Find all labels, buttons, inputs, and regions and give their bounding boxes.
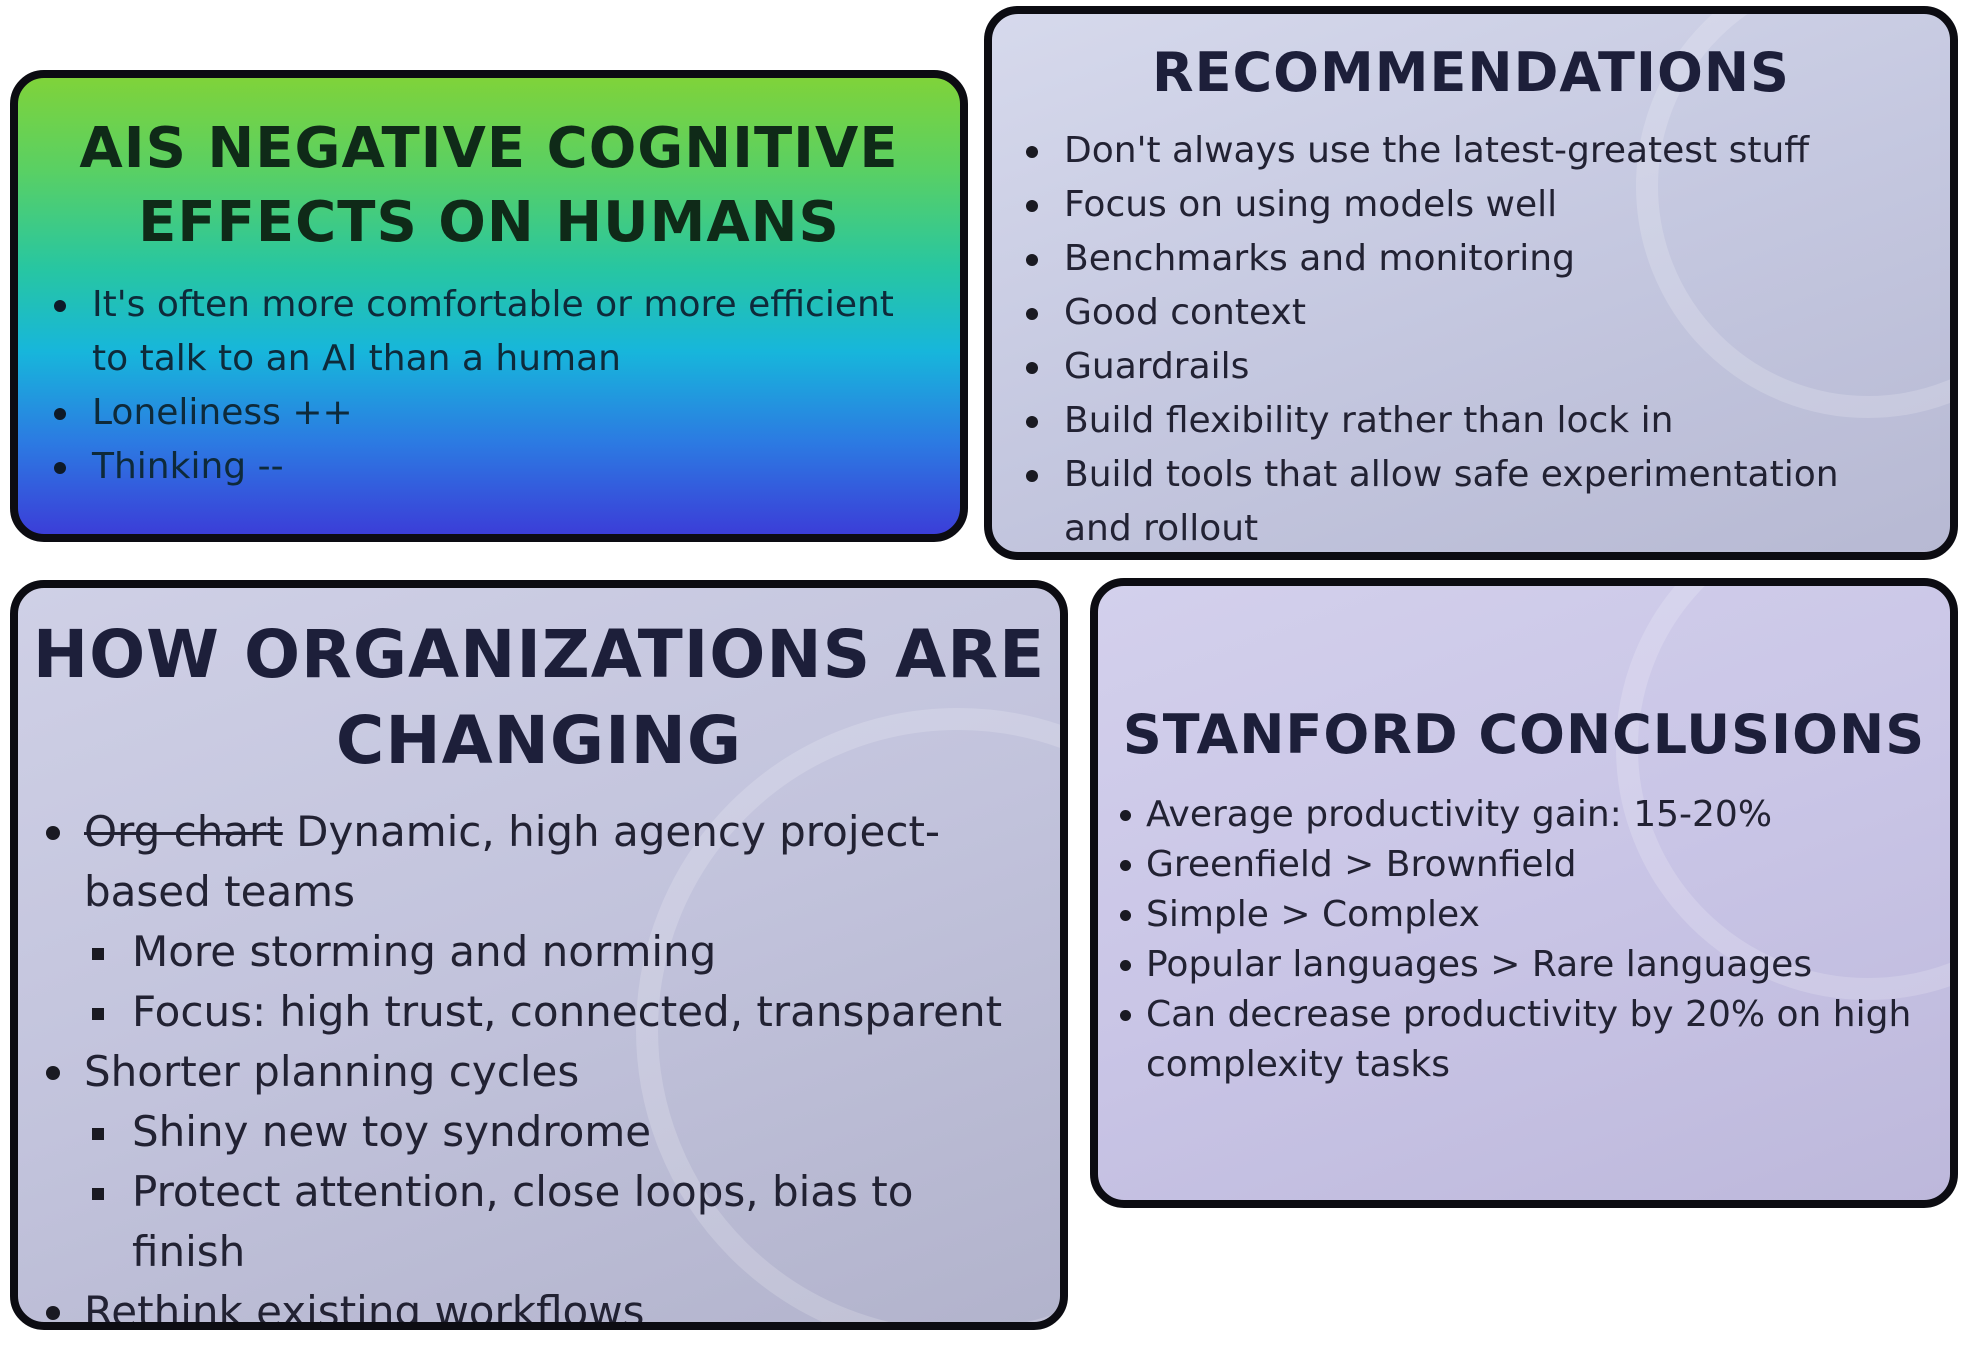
bullet-item: Good context	[1026, 286, 1910, 340]
title-line-2: CHANGING	[335, 702, 743, 779]
bullet-item: It's often more comfortable or more effi…	[54, 278, 930, 386]
title-line-2: EFFECTS ON HUMANS	[138, 190, 840, 255]
bullet-item: Greenfield > Brownfield	[1120, 840, 1920, 890]
sub-bullet-item: Focus: high trust, connected, transparen…	[92, 982, 1020, 1042]
bullet-item: Simple > Complex	[1120, 890, 1920, 940]
slide-negative-effects: AIS NEGATIVE COGNITIVE EFFECTS ON HUMANS…	[10, 70, 968, 542]
slide-stanford-conclusions: STANFORD CONCLUSIONS Average productivit…	[1090, 578, 1958, 1208]
bullet-item: Build flexibility rather than lock in	[1026, 394, 1910, 448]
bullet-text: Shorter planning cycles	[84, 1047, 580, 1096]
sub-bullet-item: Shiny new toy syndrome	[92, 1102, 1020, 1162]
bullet-item: Thinking --	[54, 440, 930, 494]
bullet-item: Don't always use the latest-greatest stu…	[1026, 124, 1910, 178]
bullet-item: Popular languages > Rare languages	[1120, 940, 1920, 990]
slide-recommendations: RECOMMENDATIONS Don't always use the lat…	[984, 6, 1958, 560]
sub-bullet-item: Protect attention, close loops, bias to …	[92, 1162, 1020, 1282]
slide-title: RECOMMENDATIONS	[1152, 41, 1790, 104]
bullet-item: Rethink existing workflows	[46, 1282, 1020, 1330]
sub-bullet-list: Shiny new toy syndrome Protect attention…	[92, 1102, 1020, 1282]
title-line-1: AIS NEGATIVE COGNITIVE	[79, 116, 899, 181]
bullet-list: Org chart Dynamic, high agency project-b…	[46, 802, 1020, 1330]
struck-text: Org chart	[84, 807, 283, 856]
bullet-text: Rethink existing workflows	[84, 1287, 645, 1330]
bullet-item: Benchmarks and monitoring	[1026, 232, 1910, 286]
slide-title: HOW ORGANIZATIONS ARE CHANGING	[18, 612, 1060, 784]
slide-organizations: HOW ORGANIZATIONS ARE CHANGING Org chart…	[10, 580, 1068, 1330]
bullet-item: Guardrails	[1026, 340, 1910, 394]
sub-bullet-list: More storming and norming Focus: high tr…	[92, 922, 1020, 1042]
bullet-list: It's often more comfortable or more effi…	[54, 278, 930, 494]
bullet-item: Build tools that allow safe experimentat…	[1026, 448, 1910, 552]
bullet-item: Loneliness ++	[54, 386, 930, 440]
bullet-text: Dynamic, high agency project-based teams	[84, 807, 941, 916]
bullet-item: Shorter planning cycles Shiny new toy sy…	[46, 1042, 1020, 1282]
bullet-item: Org chart Dynamic, high agency project-b…	[46, 802, 1020, 1042]
bullet-item: Focus on using models well	[1026, 178, 1910, 232]
bullet-list: Don't always use the latest-greatest stu…	[1026, 124, 1910, 552]
bullet-list: Average productivity gain: 15-20% Greenf…	[1120, 790, 1920, 1090]
title-line-1: HOW ORGANIZATIONS ARE	[32, 616, 1046, 693]
bullet-item: Can decrease productivity by 20% on high…	[1120, 990, 1920, 1090]
slide-title: STANFORD CONCLUSIONS	[1122, 703, 1926, 766]
sub-bullet-item: More storming and norming	[92, 922, 1020, 982]
slide-title: AIS NEGATIVE COGNITIVE EFFECTS ON HUMANS	[18, 112, 960, 260]
bullet-item: Average productivity gain: 15-20%	[1120, 790, 1920, 840]
